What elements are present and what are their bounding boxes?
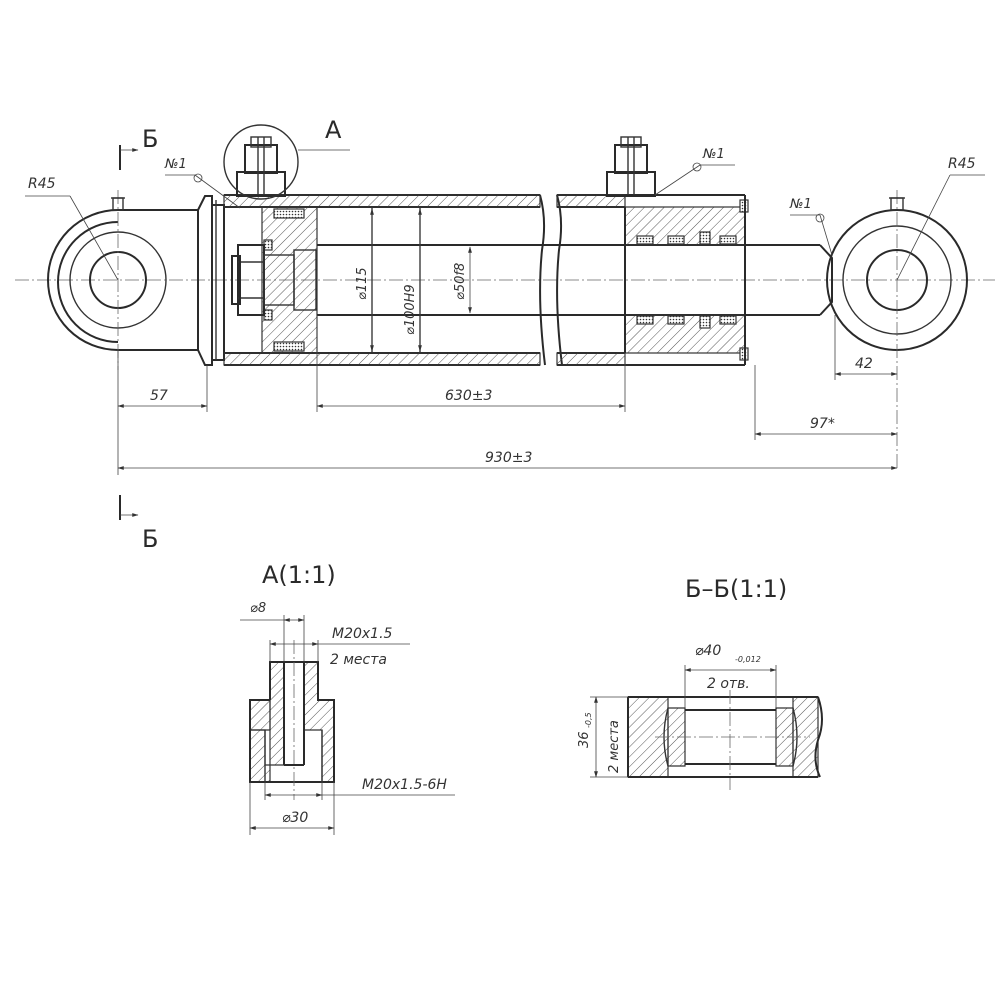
section-b-view: Б–Б(1:1) ⌀40 -0,012 2 отв. 36 -0,5 2 мес… [577,575,823,790]
dim-97-label: 97* [810,416,835,432]
detail-a-thread-top: М20х1.5 [332,626,393,642]
left-eye [47,190,199,370]
detail-a-view: А(1:1) ⌀8 М20х1.5 2 места М20х1.5-6Н ⌀30 [240,561,455,835]
section-b-title: Б–Б(1:1) [685,575,787,603]
radius-left-label: R45 [28,176,56,192]
section-b-dim-36-tol: -0,5 [584,712,593,728]
detail-a-places: 2 места [330,652,387,668]
rear-cap [197,195,225,366]
barrel [223,194,745,366]
detail-a-dia-8: ⌀8 [250,601,266,616]
dim-57-label: 57 [150,388,168,404]
dimensions [25,145,985,520]
section-b-dim-36: 36 [577,731,592,748]
port-left [223,124,299,200]
dim-630-label: 630±3 [445,388,492,404]
view-a-label: А [325,116,342,144]
section-b-dia-40: ⌀40 [695,643,721,659]
port-right [606,136,656,197]
gland [624,195,749,365]
dia-100-label: ⌀100H9 [403,284,418,335]
radius-right-label: R45 [948,156,976,172]
detail-a-thread-bottom: М20х1.5-6Н [362,777,447,793]
cylinder-main-view: А Б Б R45 R45 №1 №1 №1 ⌀115 ⌀100H9 ⌀50f8… [15,116,995,553]
piston [231,206,318,354]
right-eye [826,190,968,470]
section-b-label-top: Б [142,125,158,153]
marker-1-right: №1 [789,197,812,212]
section-b-holes: 2 отв. [707,676,750,692]
detail-a-dia-30: ⌀30 [282,810,308,826]
section-b-label-bottom: Б [142,525,158,553]
detail-a-title: А(1:1) [262,561,336,589]
section-b-tolerance: -0,012 [735,655,761,664]
marker-1-left: №1 [164,157,187,172]
dim-42-label: 42 [855,356,873,372]
dia-115-label: ⌀115 [355,267,370,300]
dia-50-label: ⌀50f8 [453,263,468,300]
marker-1-middle: №1 [702,147,725,162]
section-b-places: 2 места [607,720,622,773]
dim-930-label: 930±3 [485,450,532,466]
